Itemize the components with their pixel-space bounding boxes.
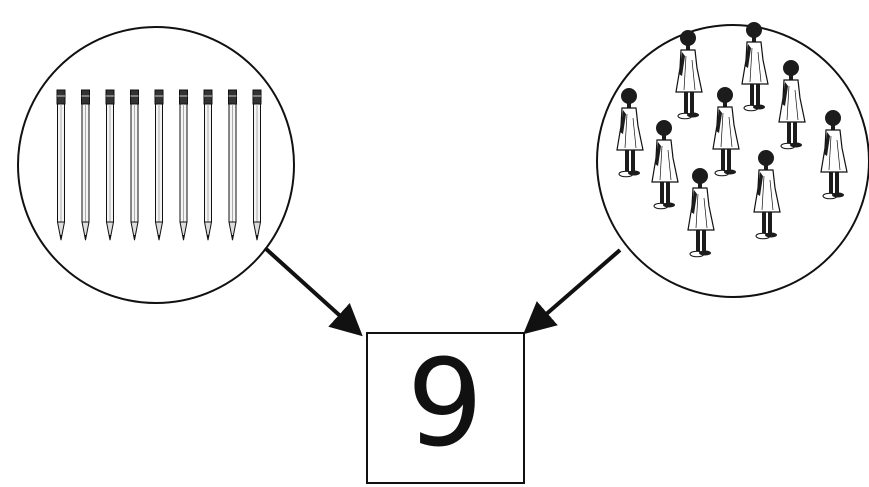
right-arrow	[523, 248, 622, 335]
pencil-icon	[56, 89, 66, 241]
girl-figure-icon	[753, 150, 781, 240]
pencils-set	[56, 89, 262, 241]
children-set	[616, 22, 848, 258]
girl-figure-icon	[651, 120, 679, 210]
girl-figure-icon	[712, 87, 740, 177]
pencil-icon	[252, 89, 262, 241]
pencil-icon	[130, 89, 139, 241]
pencil-icon	[203, 89, 213, 241]
pencil-icon	[228, 89, 237, 241]
girl-figure-icon	[675, 30, 703, 120]
pencil-icon	[179, 89, 188, 241]
result-numeral: 9	[407, 335, 483, 474]
girl-figure-icon	[820, 110, 848, 200]
girl-figure-icon	[778, 60, 806, 150]
girl-figure-icon	[741, 22, 769, 112]
left-arrow	[263, 246, 363, 337]
girl-figure-icon	[616, 88, 644, 178]
pencil-icon	[154, 89, 164, 241]
children-group-circle	[596, 22, 869, 298]
pencil-group-circle	[17, 26, 295, 304]
pencil-icon	[81, 89, 90, 241]
pencil-icon	[105, 89, 115, 241]
result-box: 9	[366, 332, 525, 484]
girl-figure-icon	[687, 168, 715, 258]
